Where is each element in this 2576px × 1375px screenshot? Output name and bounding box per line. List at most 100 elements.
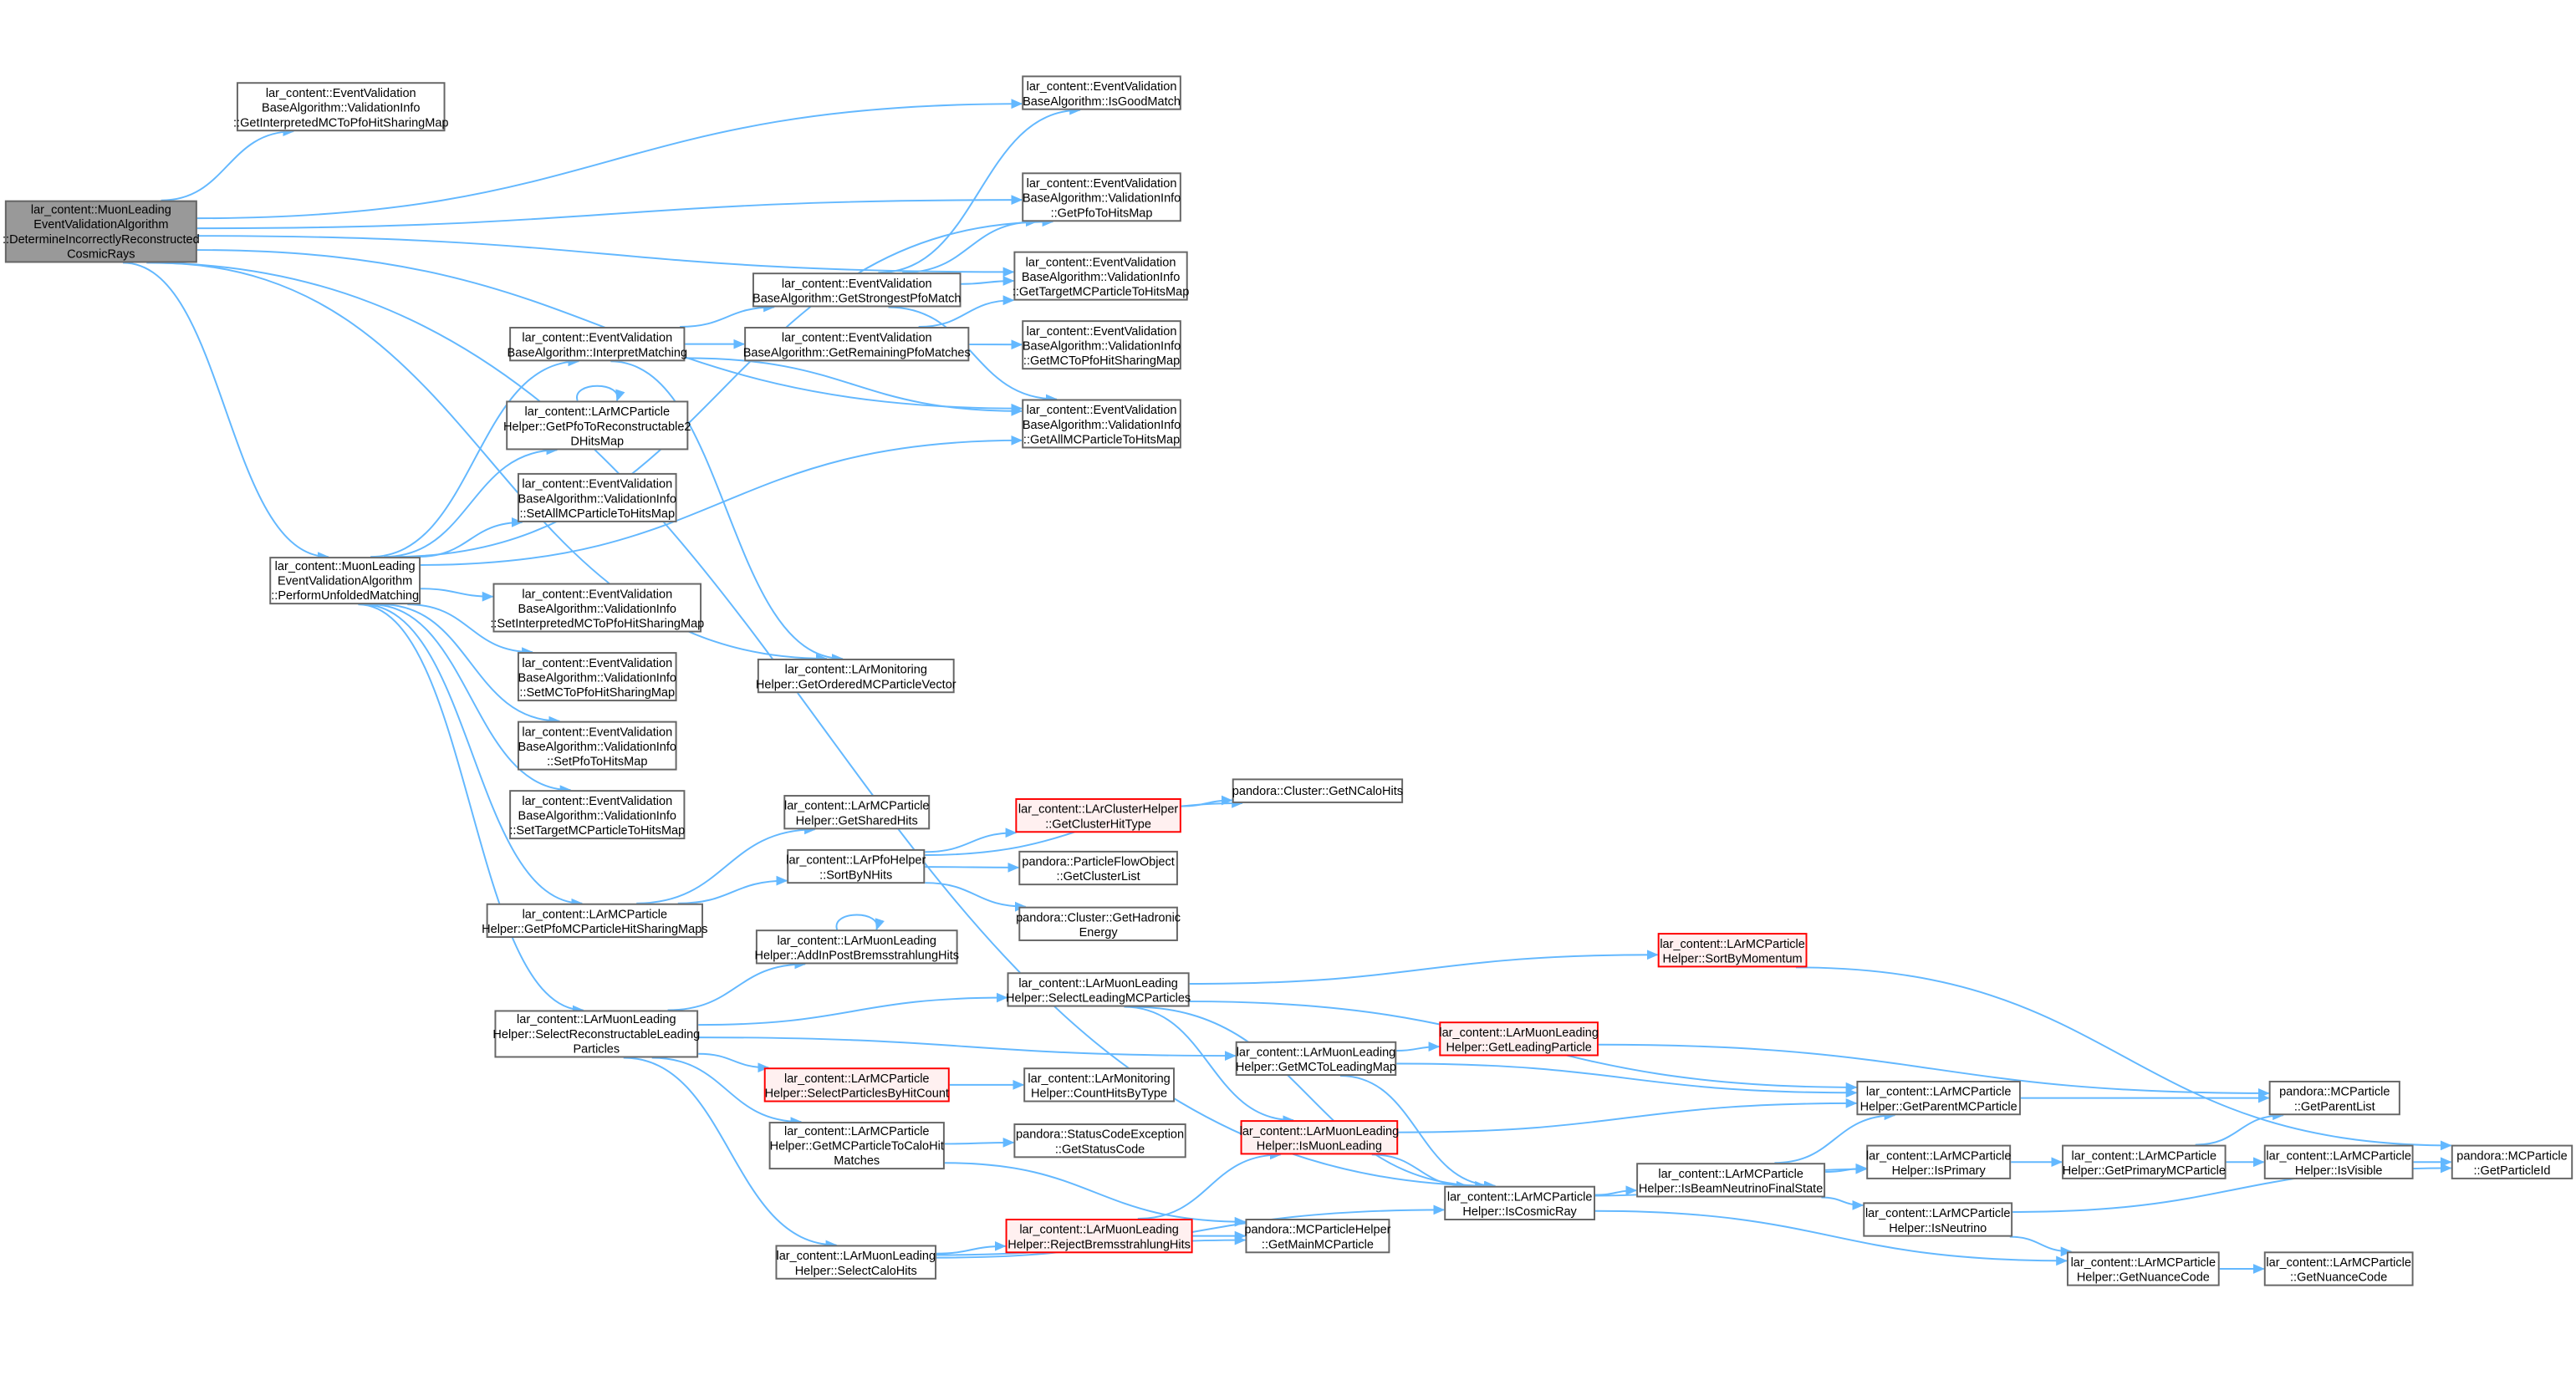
node-label-line: lar_content::LArMCParticle (1658, 1165, 1803, 1180)
node-label-line: CosmicRays (67, 246, 135, 262)
node-label-line: lar_content::EventValidation (1026, 78, 1177, 94)
node-label-line: Helper::AddInPostBremsstrahlungHits (754, 946, 960, 962)
edge-getMCToLeadingMap-to-getLeadingParticle (1396, 1041, 1441, 1052)
edge-performUnfolded-to-setMCToPfoShareMap (407, 603, 533, 657)
node-getMainMCP[interactable]: pandora::MCParticleHelper::GetMainMCPart… (1244, 1219, 1391, 1254)
node-getStatusCode[interactable]: pandora::StatusCodeException::GetStatusC… (1013, 1123, 1186, 1159)
node-label-line: lar_content::EventValidation (522, 585, 673, 601)
edge-getMCToLeadingMap-to-getParentMCP (1396, 1062, 1858, 1098)
node-label-line: lar_content::EventValidation (265, 84, 416, 99)
node-label-line: Helper::IsBeamNeutrinoFinalState (1638, 1179, 1824, 1195)
node-getNCaloHits[interactable]: pandora::Cluster::GetNCaloHits (1232, 778, 1404, 803)
edge-getPfoToReco2D-to-getPfoToReco2D (576, 384, 625, 402)
edge-selectRecoLeading-to-selectParticlesByHitCount (698, 1052, 770, 1073)
node-label-line: BaseAlgorithm::IsGoodMatch (1023, 93, 1181, 108)
node-label-line: lar_content::LArMCParticle (1865, 1082, 2012, 1098)
node-label-line: Helper::IsMuonLeading (1256, 1137, 1382, 1153)
node-label-line: ::SetMCToPfoHitSharingMap (519, 684, 676, 700)
edge-performUnfolded-to-setPfoToHitsMap (381, 603, 561, 726)
node-label-line: BaseAlgorithm::ValidationInfo (262, 99, 421, 115)
node-label-line: lar_content::EventValidation (1026, 175, 1177, 190)
node-label-line: EventValidationAlgorithm (33, 216, 169, 232)
node-label-line: lar_content::LArPfoHelper (786, 851, 926, 867)
node-label-line: lar_content::LArMCParticle (2070, 1254, 2216, 1269)
node-label-line: Helper::SelectParticlesByHitCount (764, 1084, 949, 1100)
edge-sortByNHits-to-getClusterList (925, 863, 1020, 873)
node-label-line: ::PerformUnfoldedMatching (271, 588, 420, 603)
edge-getPfoMCPShareMaps-to-sortByNHits (677, 875, 788, 904)
edge-root-to-getTargetMCPToHitsMap (196, 235, 1015, 278)
node-label-line: BaseAlgorithm::ValidationInfo (518, 490, 676, 506)
node-label-line: ::GetAllMCParticleToHitsMap (1023, 430, 1181, 446)
edge-sortByNHits-to-getClusterHitType (925, 828, 1018, 853)
node-getNuanceCode2[interactable]: lar_content::LArMCParticle::GetNuanceCod… (2263, 1251, 2414, 1286)
node-label-line: Helper::IsCosmicRay (1462, 1203, 1577, 1219)
node-label-line: ::GetMainMCParticle (1261, 1235, 1374, 1251)
node-label-line: lar_content::LArMCParticle (524, 403, 671, 419)
edge-root-to-isGoodMatch (196, 99, 1023, 220)
node-label-line: lar_content::LArMCParticle (783, 1070, 930, 1085)
edge-isBeamNuFinal-to-isPrimary (1825, 1163, 1868, 1174)
node-label-line: Helper::GetOrderedMCParticleVector (755, 675, 956, 691)
node-label-line: Helper::GetPfoMCParticleHitSharingMaps (482, 920, 708, 936)
edge-getMCPToCaloHitMatches-to-getMainMCP (944, 1162, 1247, 1227)
node-getParticleId[interactable]: pandora::MCParticle::GetParticleId (2451, 1144, 2573, 1179)
node-label-line: lar_content::LArMCParticle (1865, 1147, 2012, 1163)
edge-getStrongestPfoMatch-to-getTargetMCPToHitsMap (961, 276, 1015, 286)
edge-getPrimaryMCP-to-getParentList (2195, 1110, 2284, 1146)
node-label-line: ::SetTargetMCParticleToHitsMap (509, 822, 686, 838)
node-getParentList[interactable]: pandora::MCParticle::GetParentList (2268, 1080, 2400, 1116)
edge-isCosmicRay-to-isBeamNuFinal (1595, 1185, 1638, 1196)
node-label-line: lar_content::LArMuonLeading (517, 1011, 676, 1027)
node-getClusterList[interactable]: pandora::ParticleFlowObject::GetClusterL… (1018, 850, 1178, 886)
node-label-line: Helper::GetPrimaryMCParticle (2062, 1162, 2226, 1177)
edge-selectRecoLeading-to-selectLeadingMCP (698, 992, 1008, 1026)
node-getClusterHitType[interactable]: lar_content::LArClusterHelper::GetCluste… (1015, 797, 1181, 833)
node-label-line: BaseAlgorithm::InterpretMatching (507, 344, 688, 359)
node-label-line: ::SetAllMCParticleToHitsMap (519, 505, 676, 520)
node-label-line: ::GetNuanceCode (2290, 1268, 2388, 1284)
node-sortByNHits[interactable]: lar_content::LArPfoHelper::SortByNHits (786, 848, 926, 884)
